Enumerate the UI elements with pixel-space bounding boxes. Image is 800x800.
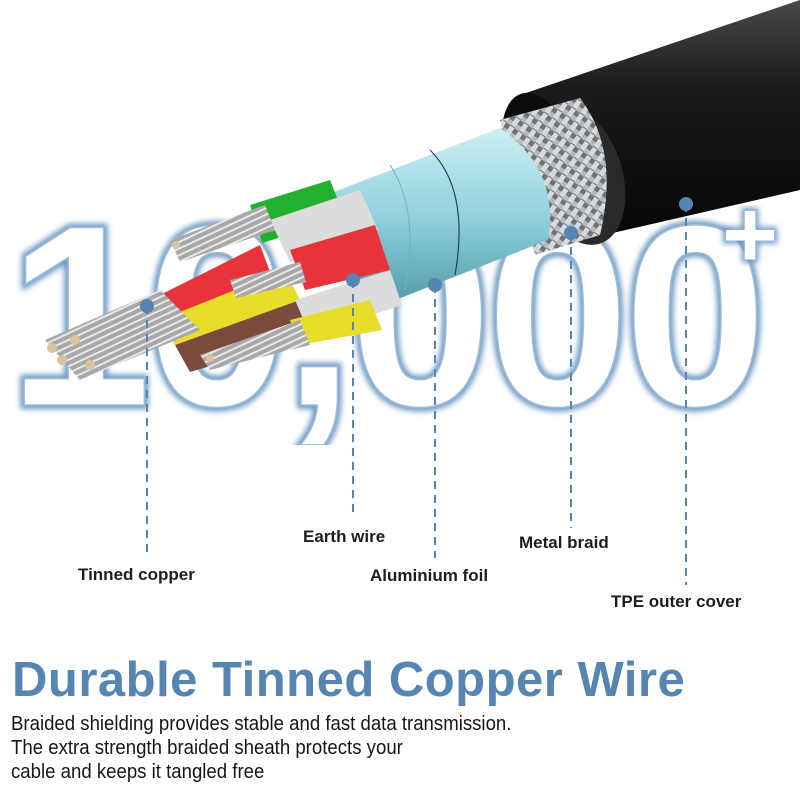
description: Braided shielding provides stable and fa… xyxy=(11,712,511,784)
callout-lines xyxy=(146,204,687,585)
label-earth-wire: Earth wire xyxy=(303,527,386,546)
callout-dots xyxy=(140,197,693,313)
label-aluminium-foil: Aluminium foil xyxy=(370,566,489,585)
headline: Durable Tinned Copper Wire xyxy=(12,653,686,707)
svg-text:+: + xyxy=(722,205,778,288)
description-line: The extra strength braided sheath protec… xyxy=(11,737,403,759)
callout-dot-tinned-copper xyxy=(140,299,154,313)
red-wire-right xyxy=(290,225,390,290)
durability-plus-sign: + xyxy=(722,205,778,288)
callout-dot-metal-braid xyxy=(564,226,578,240)
callout-dot-tpe-outer-cover xyxy=(679,197,693,211)
red-wire-left xyxy=(150,245,275,330)
label-metal-braid: Metal braid xyxy=(519,533,609,552)
white-wire xyxy=(270,190,378,262)
callout-dot-aluminium-foil xyxy=(428,278,442,292)
label-tinned-copper: Tinned copper xyxy=(78,565,195,584)
description-line: cable and keeps it tangled free xyxy=(11,761,265,783)
description-line: Braided shielding provides stable and fa… xyxy=(11,713,512,735)
tinned-copper-strands xyxy=(45,205,310,380)
callout-dot-earth-wire xyxy=(346,273,360,287)
label-tpe-outer-cover: TPE outer cover xyxy=(611,592,742,611)
yellow-wire-right xyxy=(290,300,382,345)
